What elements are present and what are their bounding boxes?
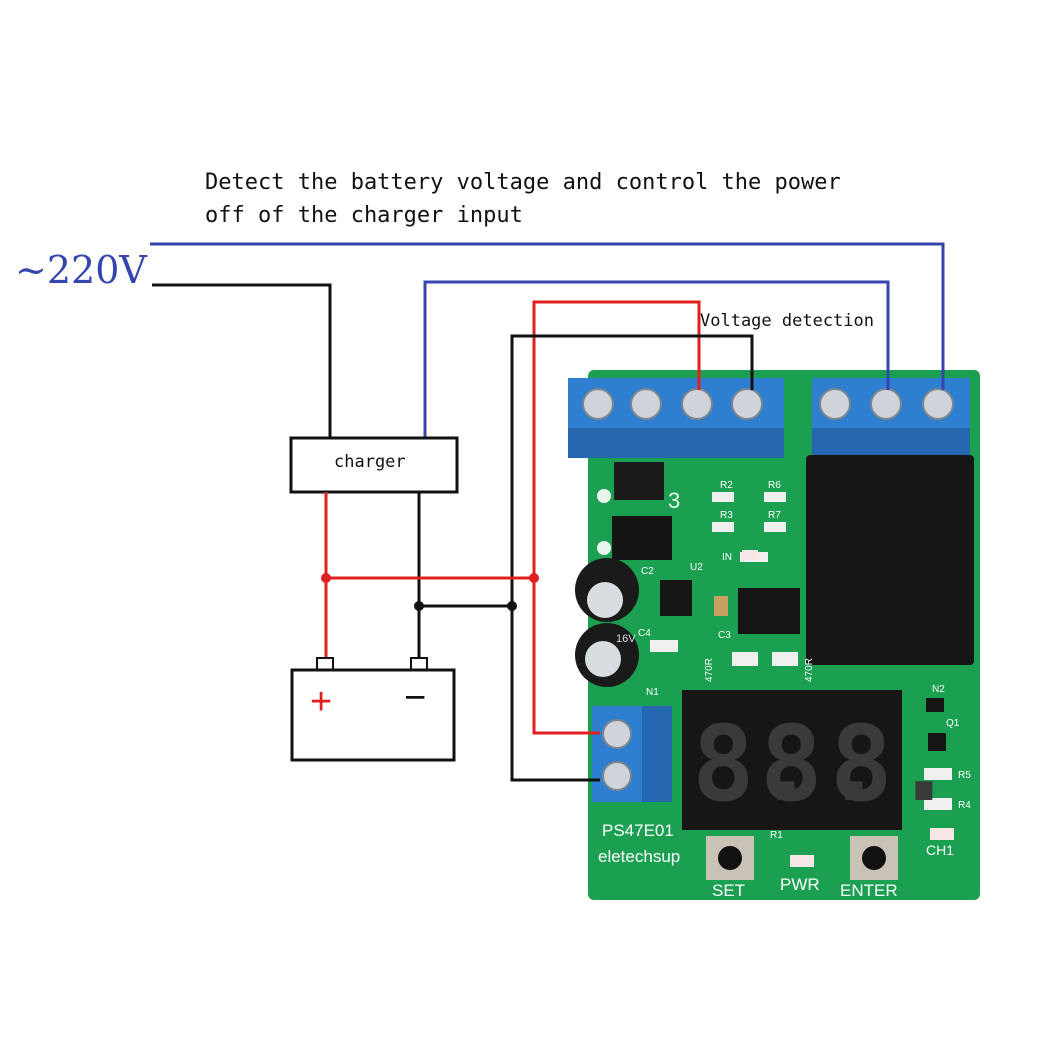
relay-terminal-block — [812, 378, 970, 458]
smd-part — [732, 652, 758, 666]
silk-in: IN — [722, 552, 732, 563]
transistor-n2 — [926, 698, 944, 712]
battery: + − — [290, 657, 456, 762]
charger-box — [289, 436, 459, 494]
junction-dot — [414, 601, 424, 611]
smd-part — [764, 492, 786, 502]
caption-line-1: Detect the battery voltage and control t… — [205, 170, 841, 195]
mounting-hole — [597, 541, 611, 555]
battery-minus-terminal — [410, 657, 428, 671]
battery-plus-terminal — [316, 657, 334, 671]
jumper-label: 3 — [668, 488, 680, 513]
silk-r4: R4 — [958, 800, 971, 811]
mains-voltage-label: ~220V — [15, 248, 147, 292]
terminal-screw — [630, 388, 662, 420]
terminal-screw — [602, 719, 632, 749]
junction-dot — [321, 573, 331, 583]
smd-part — [712, 522, 734, 532]
silk-c3: C3 — [718, 630, 731, 641]
silk-c2: C2 — [641, 566, 654, 577]
board-brand-label: eletechsup — [598, 847, 680, 866]
junction-dot — [529, 573, 539, 583]
mcu-chip — [738, 588, 800, 634]
input-terminal-block — [568, 378, 784, 458]
charger-label: charger — [334, 452, 406, 472]
smd-part — [712, 492, 734, 502]
black-wire-neutral — [152, 283, 332, 438]
optocoupler-chip — [612, 516, 672, 560]
silk-r1: R1 — [770, 830, 783, 841]
enter-button-label: ENTER — [840, 881, 898, 900]
silk-n1: N1 — [646, 687, 659, 698]
relay-board: 3 16V R2 R6 R3 R7 IN — [568, 370, 980, 900]
ch1-led — [930, 828, 954, 840]
silk-r7: R7 — [768, 510, 781, 521]
silk-r6: R6 — [768, 480, 781, 491]
blue-wire-live — [150, 242, 945, 390]
silk-r3: R3 — [720, 510, 733, 521]
pwr-led-label: PWR — [780, 875, 820, 894]
smd-part — [764, 522, 786, 532]
terminal-screw — [731, 388, 763, 420]
battery-plus-sign: + — [310, 681, 332, 723]
silk-c4: C4 — [638, 628, 651, 639]
silk-r2: R2 — [720, 480, 733, 491]
caption-line-2: off of the charger input — [205, 203, 523, 228]
red-wire-output — [532, 578, 600, 735]
smd-part — [924, 798, 952, 810]
display-digit-3: 8. — [830, 703, 955, 825]
black-wire-output — [510, 606, 600, 782]
transistor-q1 — [928, 733, 946, 751]
jumper — [614, 462, 664, 500]
display-digit-1: 8. — [692, 703, 817, 825]
in-led — [742, 550, 758, 560]
silk-u2: U2 — [690, 562, 703, 573]
junction-dot — [507, 601, 517, 611]
capacitor-c2 — [575, 558, 639, 622]
terminal-screw — [582, 388, 614, 420]
mounting-hole — [597, 489, 611, 503]
enter-button[interactable] — [850, 836, 898, 880]
silk-470r-b: 470R — [804, 658, 815, 682]
voltage-input-terminal — [592, 706, 672, 802]
terminal-screw — [870, 388, 902, 420]
terminal-screw — [819, 388, 851, 420]
black-wire-detect — [510, 334, 754, 606]
seven-segment-display: 8. 8. 8. — [682, 690, 955, 830]
blue-wire-charger — [423, 280, 890, 438]
red-wire-detect — [532, 300, 701, 578]
smd-part — [772, 652, 798, 666]
battery-body — [290, 668, 456, 762]
smd-part — [714, 596, 728, 616]
relay — [806, 455, 974, 665]
pwr-led — [790, 855, 814, 867]
ch1-led-label: CH1 — [926, 842, 954, 858]
silk-r5: R5 — [958, 770, 971, 781]
silk-n2: N2 — [932, 684, 945, 695]
display-digit-2: 8. — [760, 703, 885, 825]
smd-part — [924, 768, 952, 780]
capacitor-c4: 16V — [575, 623, 639, 687]
battery-minus-sign: − — [404, 677, 426, 719]
voltage-detection-label: Voltage detection — [700, 311, 874, 331]
terminal-screw — [602, 761, 632, 791]
board-model-label: PS47E01 — [602, 821, 674, 840]
terminal-screw — [922, 388, 954, 420]
capacitor-rating: 16V — [616, 633, 636, 645]
regulator-chip — [660, 580, 692, 616]
silk-470r-a: 470R — [704, 658, 715, 682]
set-button-label: SET — [712, 881, 745, 900]
smd-part — [650, 640, 678, 652]
terminal-screw — [681, 388, 713, 420]
set-button[interactable] — [706, 836, 754, 880]
silk-q1: Q1 — [946, 718, 960, 729]
